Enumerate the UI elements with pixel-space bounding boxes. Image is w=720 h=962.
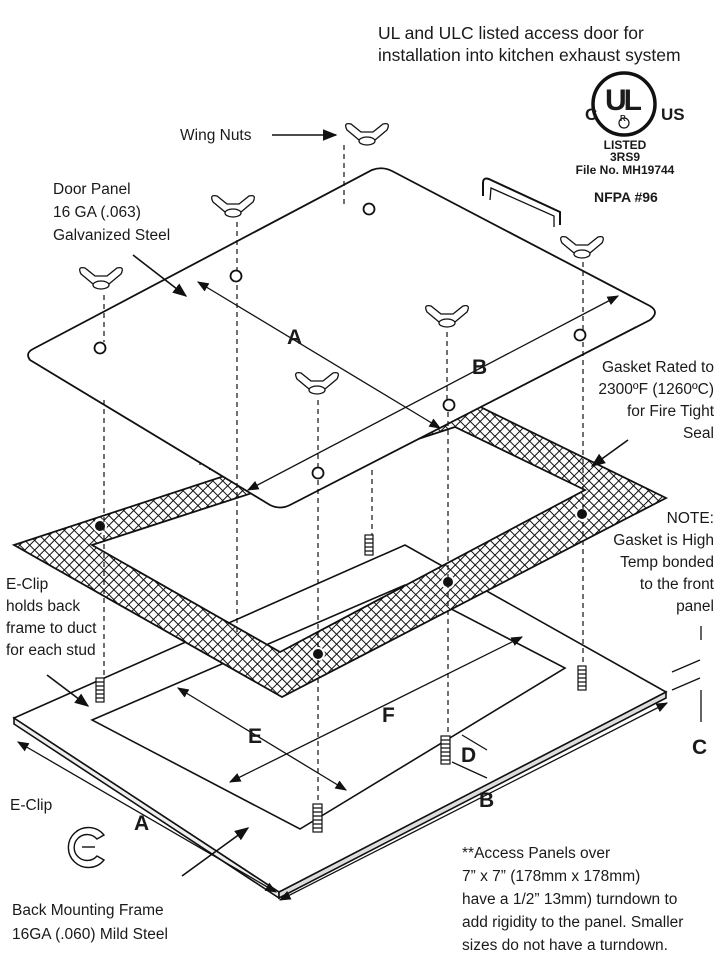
footnote-line-2: 7” x 7” (178mm x 178mm) bbox=[462, 868, 641, 885]
stud-front-right bbox=[440, 735, 451, 765]
ul-us-mark: US bbox=[661, 105, 685, 124]
stud-front bbox=[312, 803, 323, 833]
dim-label-frame-b: B bbox=[479, 789, 495, 812]
dim-d bbox=[451, 734, 488, 779]
footnote-line-4: add rigidity to the panel. Smaller bbox=[462, 914, 684, 931]
door-panel-label-2: 16 GA (.063) bbox=[53, 204, 141, 221]
stud-left bbox=[95, 677, 105, 703]
ul-code: 3RS9 bbox=[609, 150, 641, 164]
dim-c-mark bbox=[671, 659, 701, 691]
note-label-5: panel bbox=[676, 598, 714, 615]
eclip-top-label-1: E-Clip bbox=[6, 576, 49, 593]
door-handle-back bbox=[482, 177, 561, 227]
wing-nut bbox=[345, 122, 389, 146]
dim-label-frame-a: A bbox=[134, 812, 150, 835]
note-label-1: NOTE: bbox=[666, 510, 714, 527]
gasket-label-2: 2300ºF (1260ºC) bbox=[598, 381, 714, 398]
dim-label-door-a: A bbox=[287, 326, 303, 349]
ul-file-no: File No. MH19744 bbox=[575, 163, 675, 177]
eclip-top-label-4: for each stud bbox=[6, 642, 96, 659]
gasket-hole bbox=[93, 519, 107, 533]
wing-nut bbox=[560, 235, 604, 259]
dim-label-d: D bbox=[461, 744, 477, 767]
wing-nut bbox=[79, 266, 123, 290]
ul-listed: LISTED bbox=[603, 138, 647, 152]
door-panel-arrow bbox=[132, 254, 188, 297]
door-panel-label-1: Door Panel bbox=[53, 181, 131, 198]
gasket-label-3: for Fire Tight bbox=[627, 403, 714, 420]
note-label-3: Temp bonded bbox=[620, 554, 714, 571]
dim-door-b bbox=[246, 295, 620, 491]
back-frame-label-2: 16GA (.060) Mild Steel bbox=[12, 926, 168, 943]
ul-registered-mark: R bbox=[620, 114, 626, 123]
gasket-label-1: Gasket Rated to bbox=[601, 359, 714, 376]
dim-frame-b bbox=[278, 702, 669, 901]
door-panel-label-3: Galvanized Steel bbox=[53, 227, 171, 244]
back-frame-label-1: Back Mounting Frame bbox=[12, 902, 164, 919]
note-label-2: Gasket is High bbox=[613, 532, 714, 549]
footnote-line-3: have a 1/2” 13mm) turndown to bbox=[462, 891, 678, 908]
dim-label-door-b: B bbox=[472, 356, 488, 379]
eclip-top-label-2: holds back bbox=[6, 598, 81, 615]
wing-nut bbox=[211, 194, 255, 218]
stud-center bbox=[364, 534, 374, 556]
dimension-lines bbox=[16, 281, 702, 901]
ul-mark: UL bbox=[605, 84, 642, 117]
footnote-line-1: **Access Panels over bbox=[462, 845, 611, 862]
stud-right bbox=[577, 665, 587, 691]
ul-c-mark: C bbox=[585, 105, 598, 124]
eclip-bottom-label: E-Clip bbox=[10, 797, 53, 814]
dim-label-e: E bbox=[248, 725, 263, 748]
footnote-line-5: sizes do not have a turndown. bbox=[462, 937, 668, 954]
ul-logo-mark bbox=[591, 71, 657, 137]
dim-label-f: F bbox=[382, 704, 395, 727]
note-label-4: to the front bbox=[639, 576, 714, 593]
header-line-2: installation into kitchen exhaust system bbox=[378, 45, 681, 65]
gasket-arrow bbox=[590, 439, 629, 467]
dim-label-c: C bbox=[692, 736, 708, 759]
eclip-top-label-3: frame to duct bbox=[6, 620, 97, 637]
eclip-arrow bbox=[46, 674, 90, 707]
dim-f bbox=[228, 636, 524, 783]
gasket-hole bbox=[575, 507, 589, 521]
dim-frame-a bbox=[16, 741, 278, 893]
e-clip-icon bbox=[67, 826, 106, 869]
header-line-1: UL and ULC listed access door for bbox=[378, 23, 644, 43]
wing-nuts-label: Wing Nuts bbox=[180, 127, 252, 144]
nfpa-label: NFPA #96 bbox=[594, 189, 658, 205]
gasket-label-4: Seal bbox=[682, 425, 714, 442]
